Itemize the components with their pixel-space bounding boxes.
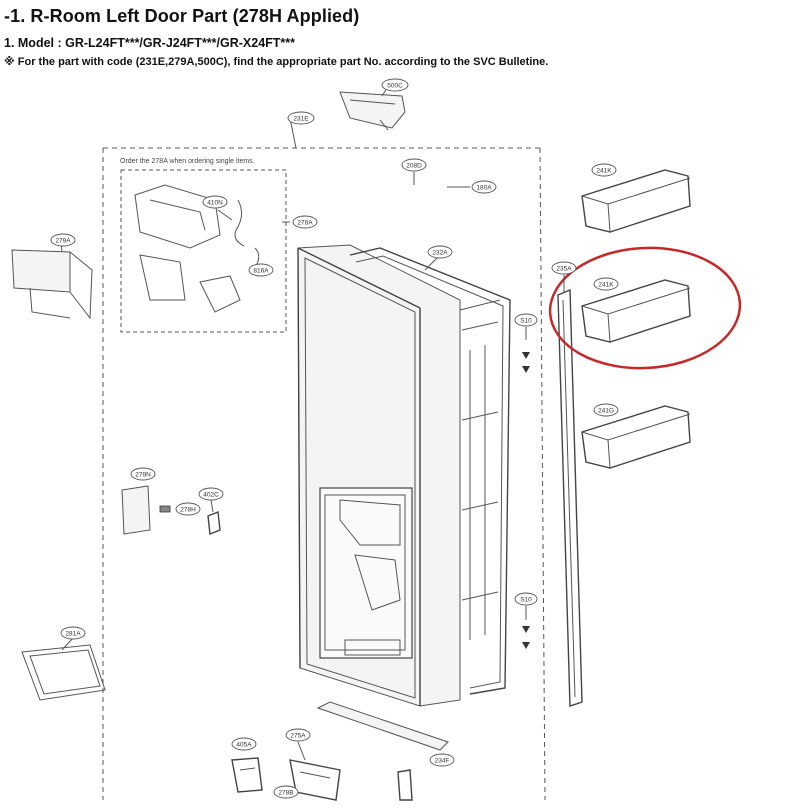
label-208d: 208D	[401, 158, 427, 172]
label-s10-top: S10	[514, 313, 538, 327]
part-279a-sketch	[11, 249, 93, 320]
svg-text:232A: 232A	[432, 250, 448, 257]
svg-text:816A: 816A	[253, 268, 269, 275]
part-279n-sketch	[121, 485, 151, 535]
svg-text:231E: 231E	[293, 116, 309, 123]
part-500c-sketch	[339, 91, 406, 131]
svg-text:275A: 275A	[290, 733, 306, 740]
svg-text:500C: 500C	[387, 83, 403, 90]
label-234f: 234F	[429, 753, 455, 767]
part-bottom-right-sketch	[397, 769, 413, 801]
svg-text:410N: 410N	[207, 200, 223, 207]
svg-text:278A: 278A	[297, 220, 313, 227]
svg-text:234F: 234F	[435, 758, 450, 765]
svg-text:180A: 180A	[476, 185, 492, 192]
svg-text:405A: 405A	[236, 742, 252, 749]
svg-text:S10: S10	[520, 318, 532, 325]
door-gasket	[349, 247, 511, 695]
bin-241g	[581, 405, 691, 469]
label-278b: 278B	[273, 785, 299, 799]
svg-text:278B: 278B	[278, 790, 293, 797]
inset-note: Order the 278A when ordering single item…	[120, 158, 255, 165]
highlight-circle	[548, 246, 742, 370]
bin-241k-mid	[581, 279, 691, 343]
label-232a: 232A	[427, 245, 453, 259]
bin-241k-top	[581, 169, 691, 233]
part-281a-sketch	[21, 644, 106, 701]
label-s10-bottom: S10	[514, 592, 538, 606]
label-235a: 235A	[551, 261, 577, 275]
label-275a: 275A	[285, 728, 311, 742]
part-405a-sketch	[231, 757, 263, 793]
label-180a: 180A	[471, 180, 497, 194]
label-241g: 241G	[593, 403, 619, 417]
label-500c: 500C	[381, 78, 409, 92]
label-279a: 279A	[50, 233, 76, 247]
label-241k-mid: 241K	[593, 277, 619, 291]
svg-text:241K: 241K	[596, 168, 612, 175]
svg-text:241K: 241K	[598, 282, 614, 289]
assembly-boundary	[102, 147, 546, 801]
label-281a: 281A	[60, 626, 86, 640]
svg-text:279N: 279N	[135, 472, 151, 479]
label-231e: 231E	[287, 111, 315, 125]
label-402c: 402C	[198, 487, 224, 501]
label-279n: 279N	[130, 467, 156, 481]
svg-text:235A: 235A	[556, 266, 572, 273]
label-410n: 410N	[202, 195, 228, 209]
label-278h: 278H	[175, 502, 201, 516]
page-title: -1. R-Room Left Door Part (278H Applied)	[4, 6, 360, 26]
label-405a: 405A	[231, 737, 257, 751]
label-241k-top: 241K	[591, 163, 617, 177]
label-278a: 278A	[292, 215, 318, 229]
svg-text:208D: 208D	[406, 163, 422, 170]
part-402c-sketch	[207, 511, 221, 535]
model-line: 1. Model : GR-L24FT***/GR-J24FT***/GR-X2…	[4, 36, 296, 50]
svg-text:S10: S10	[520, 597, 532, 604]
svg-text:279A: 279A	[55, 238, 71, 245]
part-275a-sketch	[289, 759, 341, 801]
svg-text:241G: 241G	[598, 408, 614, 415]
svg-text:281A: 281A	[65, 631, 81, 638]
part-278h-sketch	[159, 505, 171, 513]
door-strip	[557, 288, 583, 707]
svg-text:278H: 278H	[180, 507, 196, 514]
leader-lines	[60, 84, 565, 761]
svg-text:402C: 402C	[203, 492, 219, 499]
bulletin-note: ※ For the part with code (231E,279A,500C…	[4, 56, 549, 68]
door-panel	[297, 244, 461, 707]
label-816a: 816A	[248, 263, 274, 277]
inset-278a-box: Order the 278A when ordering single item…	[120, 158, 287, 333]
part-234f-sketch	[316, 701, 449, 751]
